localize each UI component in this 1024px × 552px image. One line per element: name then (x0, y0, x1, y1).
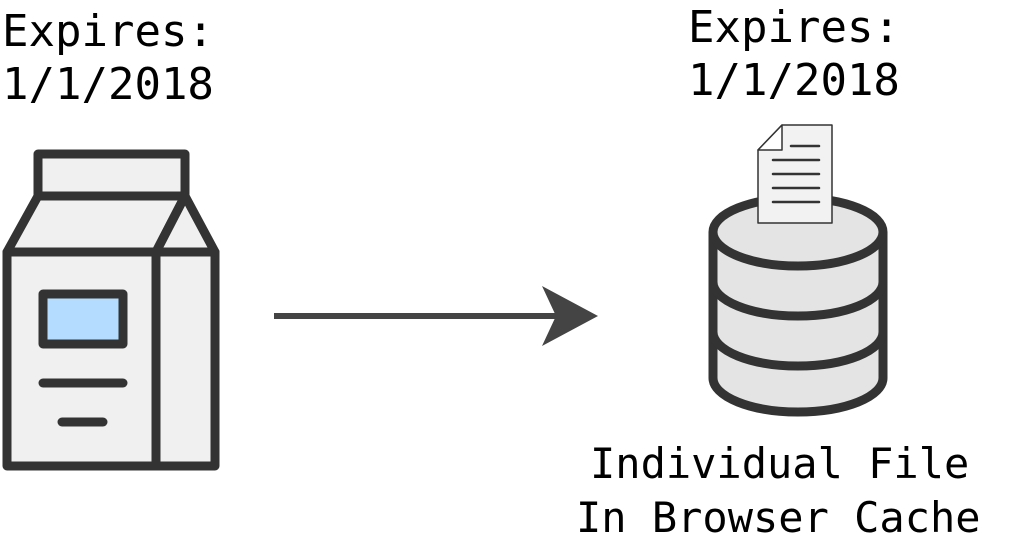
database-icon (708, 193, 888, 417)
document-icon (757, 124, 833, 224)
source-expires-label: Expires: (2, 6, 214, 57)
target-expires-label: Expires: (688, 2, 900, 53)
milk-carton-icon (2, 149, 220, 471)
arrow-right-icon (274, 286, 598, 346)
source-expires-date: 1/1/2018 (2, 59, 214, 110)
target-expires-date: 1/1/2018 (688, 55, 900, 106)
target-caption-line2: In Browser Cache (576, 493, 981, 542)
target-caption-line1: Individual File (590, 439, 970, 488)
